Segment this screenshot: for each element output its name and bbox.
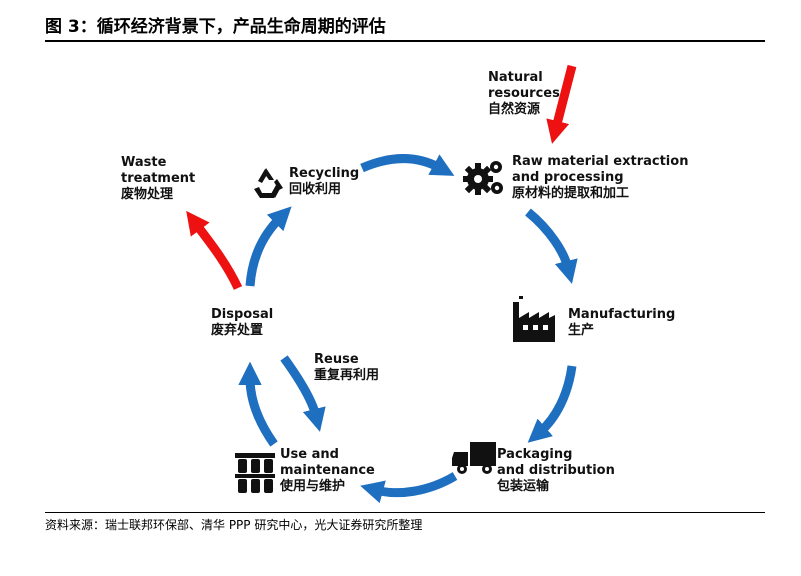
reuse-label: Reuse 重复再利用 (314, 352, 379, 384)
recycling-en: Recycling (289, 166, 360, 181)
output-arrow (186, 210, 243, 290)
arrow-recycling-to-raw (360, 154, 455, 176)
arrow-raw-to-manufacturing (525, 208, 578, 284)
recycling-zh: 回收利用 (289, 182, 342, 197)
factory-icon (513, 296, 555, 342)
waste-treatment-label: Waste treatment 废物处理 (121, 155, 195, 203)
arrow-reuse (280, 355, 326, 432)
recycling-label: Recycling 回收利用 (289, 166, 359, 198)
natural-resources-zh: 自然资源 (488, 102, 541, 117)
disposal-label: Disposal 废弃处置 (211, 307, 273, 339)
raw-material-label: Raw material extraction and processing 原… (512, 154, 688, 202)
gears-icon (463, 161, 503, 195)
manufacturing-en: Manufacturing (568, 307, 676, 322)
packaging-zh: 包装运输 (497, 479, 550, 494)
use-en: Use and maintenance (280, 447, 375, 478)
bottles-icon (235, 453, 275, 493)
reuse-en: Reuse (314, 352, 359, 367)
truck-icon (452, 442, 496, 474)
raw-material-en: Raw material extraction and processing (512, 154, 689, 185)
arrow-packaging-to-use (360, 472, 458, 504)
arrow-disposal-to-recycling (245, 206, 292, 287)
natural-resources-label: Natural resources 自然资源 (488, 70, 560, 118)
disposal-zh: 废弃处置 (211, 323, 264, 338)
reuse-zh: 重复再利用 (314, 368, 380, 383)
manufacturing-zh: 生产 (568, 323, 595, 338)
waste-en: Waste treatment (121, 155, 196, 186)
input-arrow (546, 64, 577, 144)
raw-material-zh: 原材料的提取和加工 (512, 186, 630, 201)
use-label: Use and maintenance 使用与维护 (280, 447, 375, 495)
packaging-en: Packaging and distribution (497, 447, 615, 478)
source-rule (45, 512, 765, 513)
arrow-use-to-disposal (238, 361, 278, 447)
use-zh: 使用与维护 (280, 479, 346, 494)
packaging-label: Packaging and distribution 包装运输 (497, 447, 615, 495)
waste-zh: 废物处理 (121, 187, 174, 202)
title-rule (45, 40, 765, 42)
recycle-icon (254, 168, 283, 198)
manufacturing-label: Manufacturing 生产 (568, 307, 675, 339)
natural-resources-en: Natural resources (488, 70, 560, 101)
arrow-manufacturing-to-packaging (527, 365, 577, 443)
source-note: 资料来源：瑞士联邦环保部、清华 PPP 研究中心，光大证券研究所整理 (45, 518, 423, 532)
figure-title: 图 3：循环经济背景下，产品生命周期的评估 (45, 17, 386, 37)
disposal-en: Disposal (211, 307, 274, 322)
